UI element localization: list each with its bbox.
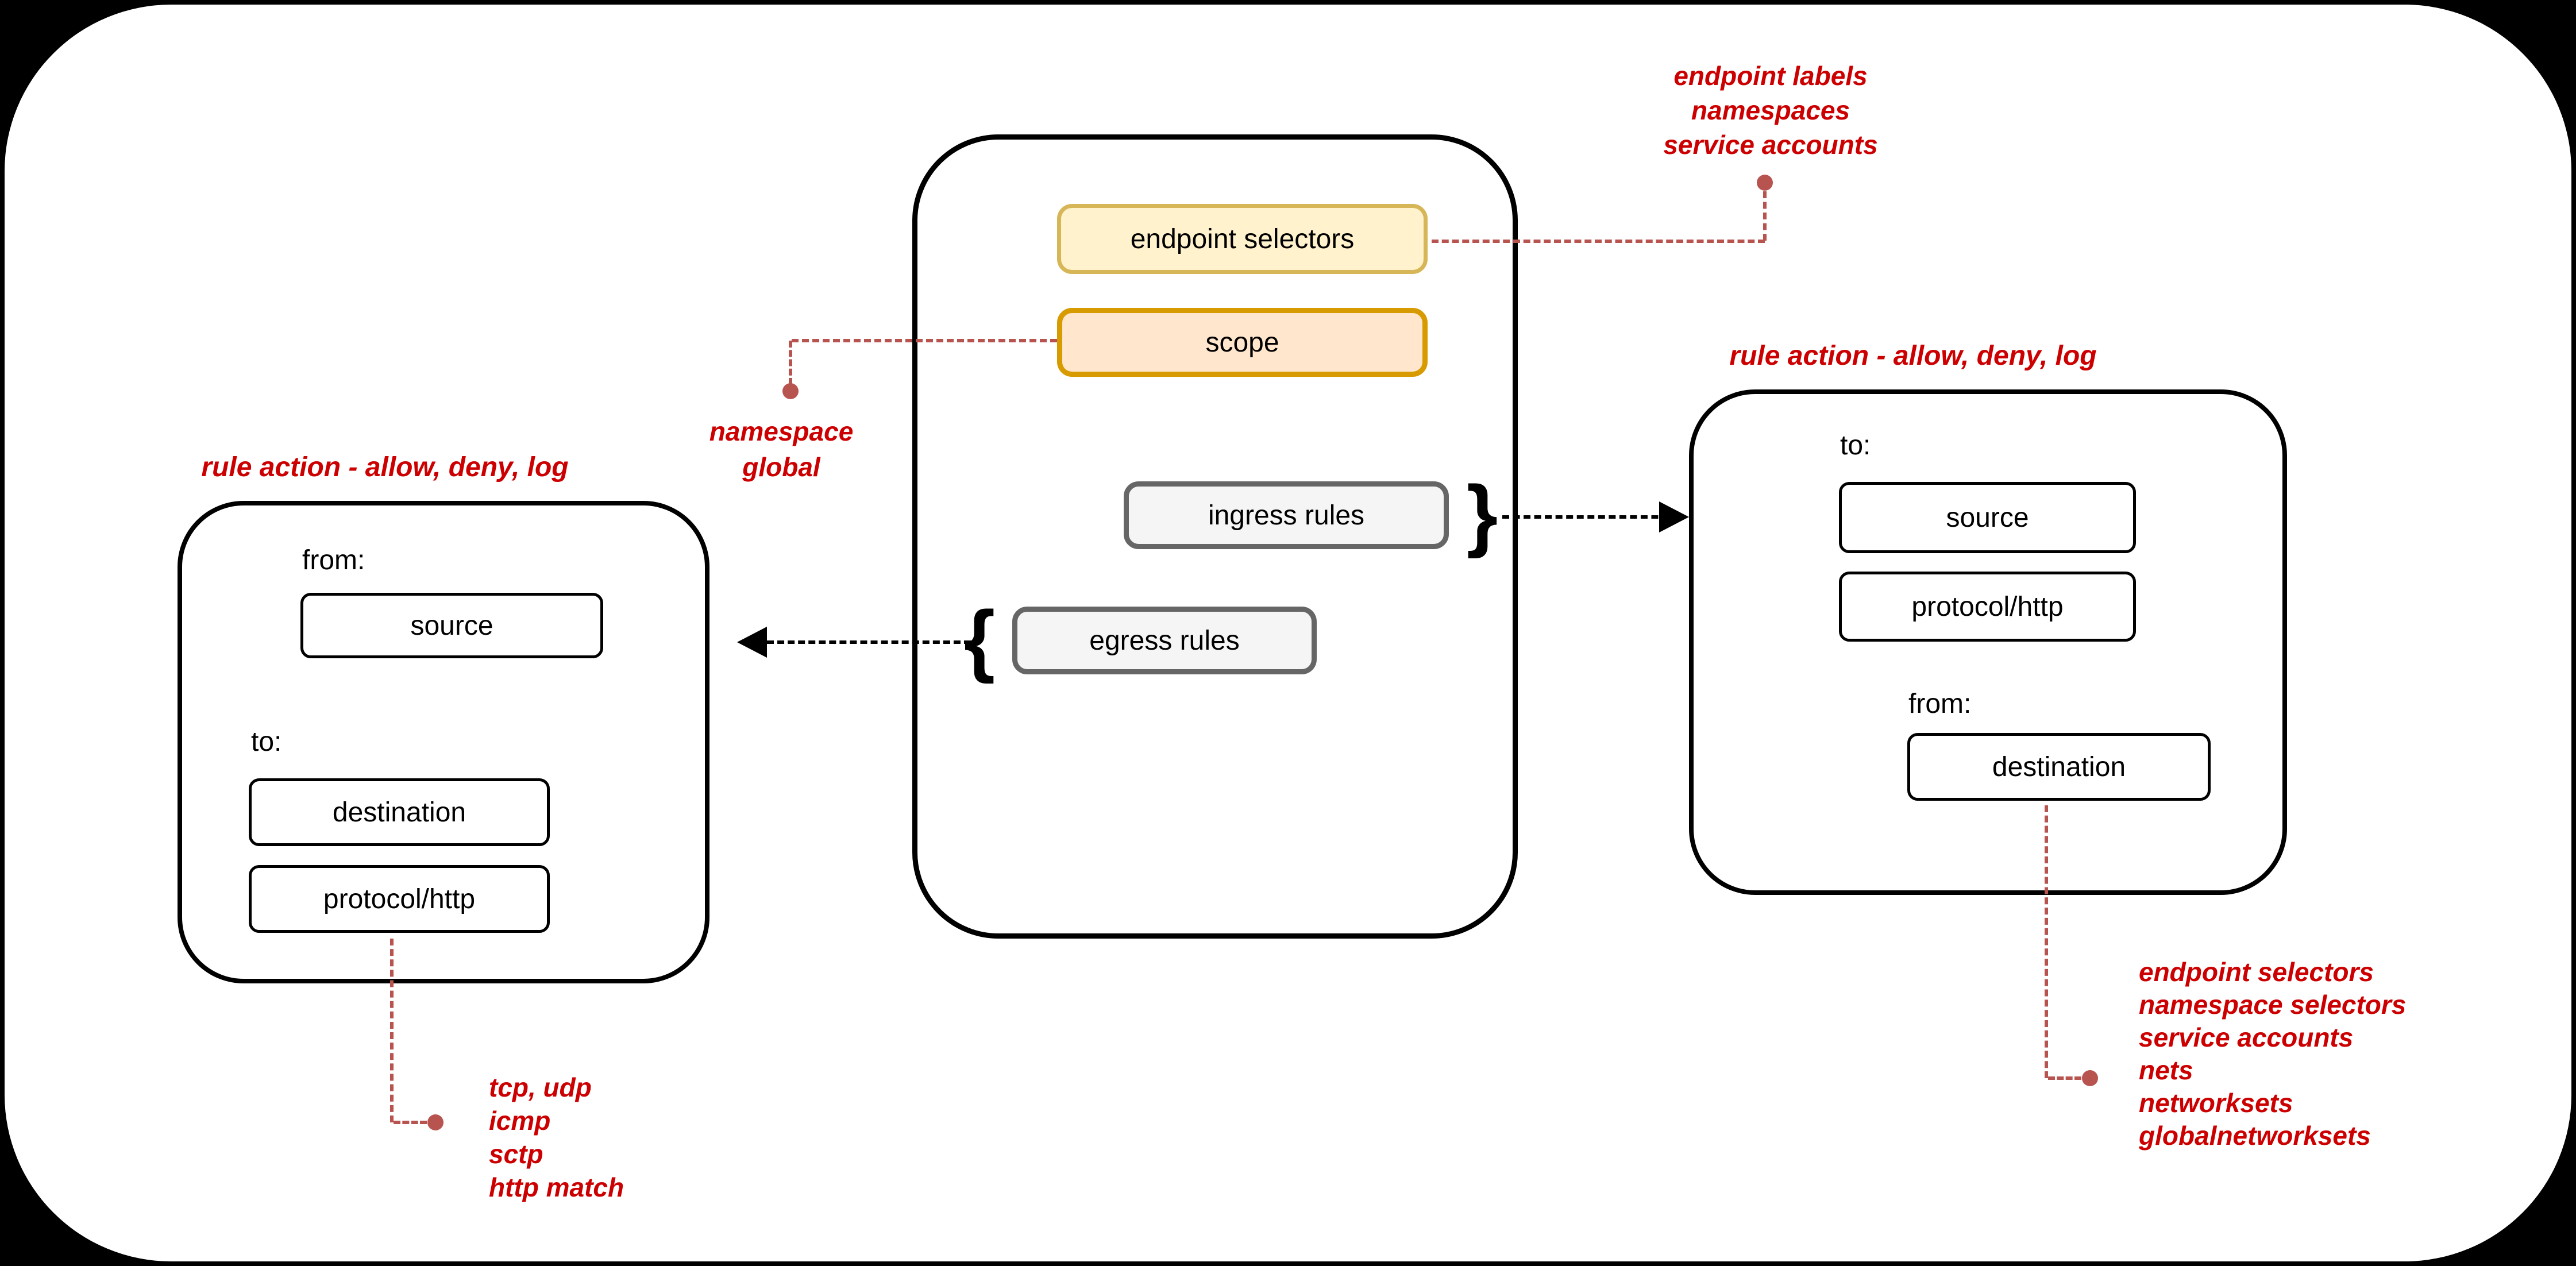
annotation-line: endpoint labels <box>1673 61 1868 91</box>
to-label: to: <box>1840 430 1871 461</box>
annotation-line: sctp <box>489 1139 543 1169</box>
annotation-line: http match <box>489 1172 624 1202</box>
egress-box-title: rule action - allow, deny, log <box>201 452 569 483</box>
connector-dot <box>1757 175 1773 191</box>
egress-arrow-line <box>767 640 971 644</box>
endpoint-selectors-connector-line <box>1432 240 1765 243</box>
destination-label: destination <box>1992 751 2126 782</box>
egress-rules-node: egress rules <box>1012 607 1317 674</box>
source-node: source <box>300 593 603 658</box>
source-label: source <box>410 610 493 641</box>
protocol-http-node: protocol/http <box>249 865 550 933</box>
egress-rules-label: egress rules <box>1089 625 1240 656</box>
protocol-http-node: protocol/http <box>1839 572 2136 642</box>
to-label: to: <box>251 727 282 757</box>
annotation-line: icmp <box>489 1106 551 1136</box>
destination-node: destination <box>249 778 550 846</box>
protocol-connector-line <box>394 1121 427 1124</box>
close-brace: } <box>1466 469 1498 559</box>
destination-annotation: endpoint selectors namespace selectors s… <box>2139 956 2406 1152</box>
destination-connector-line <box>2048 1076 2081 1080</box>
protocol-http-label: protocol/http <box>323 883 476 914</box>
annotation-line: service accounts <box>1663 130 1878 160</box>
connector-dot <box>782 383 799 399</box>
scope-annotation: namespace global <box>609 414 954 485</box>
source-label: source <box>1946 502 2029 533</box>
connector-dot <box>427 1114 444 1130</box>
scope-label: scope <box>1205 327 1279 358</box>
destination-connector-line <box>2045 805 2048 1078</box>
ingress-arrow-line <box>1502 515 1669 519</box>
ingress-arrowhead-icon <box>1659 501 1689 532</box>
scope-connector-line <box>789 341 792 385</box>
from-label: from: <box>1908 689 1972 719</box>
endpoint-selectors-node: endpoint selectors <box>1057 204 1428 274</box>
scope-node: scope <box>1057 308 1428 377</box>
from-label: from: <box>302 545 365 576</box>
scope-connector-line <box>792 339 1057 342</box>
ingress-rule-box <box>1689 389 2287 895</box>
ingress-box-title: rule action - allow, deny, log <box>1729 341 2097 371</box>
protocol-annotation: tcp, udp icmp sctp http match <box>489 1071 624 1204</box>
ingress-rules-label: ingress rules <box>1208 500 1365 531</box>
annotation-line: namespace selectors <box>2139 990 2407 1020</box>
annotation-line: nets <box>2139 1055 2193 1085</box>
destination-node: destination <box>1907 733 2211 801</box>
annotation-line: globalnetworksets <box>2139 1121 2371 1151</box>
endpoint-selectors-connector-line <box>1763 191 1767 241</box>
annotation-line: global <box>742 452 820 482</box>
annotation-line: tcp, udp <box>489 1072 592 1102</box>
annotation-line: namespace <box>709 416 854 446</box>
destination-label: destination <box>332 797 466 828</box>
endpoint-selectors-annotation: endpoint labels namespaces service accou… <box>1592 59 1949 162</box>
connector-dot <box>2082 1070 2098 1086</box>
annotation-line: service accounts <box>2139 1022 2354 1052</box>
protocol-http-label: protocol/http <box>1911 591 2064 622</box>
endpoint-selectors-label: endpoint selectors <box>1130 223 1355 254</box>
annotation-line: networksets <box>2139 1088 2293 1118</box>
annotation-line: namespaces <box>1691 95 1850 125</box>
open-brace: { <box>963 594 996 684</box>
source-node: source <box>1839 482 2136 553</box>
egress-arrowhead-icon <box>737 627 767 658</box>
annotation-line: endpoint selectors <box>2139 957 2374 987</box>
ingress-rules-node: ingress rules <box>1124 481 1449 549</box>
protocol-connector-line <box>390 939 394 1122</box>
